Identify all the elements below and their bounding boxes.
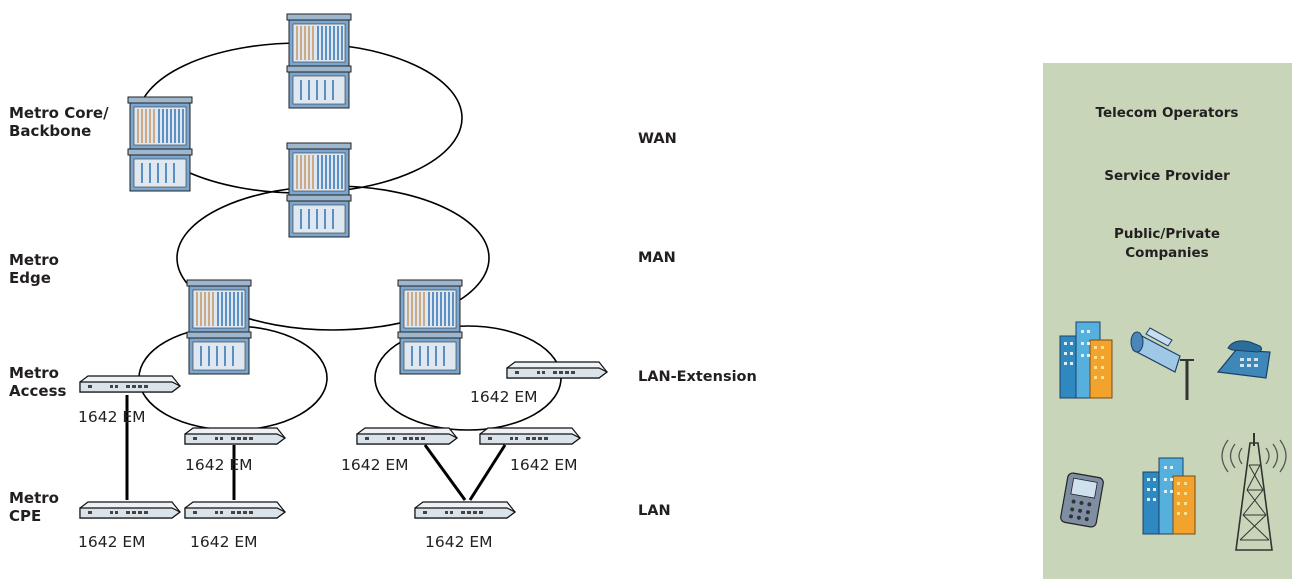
customer-service-provider-label: Service Provider [1104, 168, 1230, 184]
em-unit-access-1 [79, 375, 181, 393]
level-core-line1: Metro Core/ [9, 104, 109, 122]
edge-switch-right [397, 279, 463, 375]
level-access-line1: Metro [9, 364, 59, 382]
em-unit-access-2 [506, 361, 608, 379]
network-man-label: MAN [638, 250, 676, 266]
em-unit-cpe-1 [79, 501, 181, 519]
level-edge-line2: Edge [9, 269, 51, 287]
radio-tower-icon [1221, 433, 1287, 551]
device-label: 1642 EM [510, 456, 578, 474]
level-cpe-line2: CPE [9, 507, 41, 525]
edge-switch-left [186, 279, 252, 375]
pda-icon [1060, 472, 1104, 528]
em-unit-cpe-3 [414, 501, 516, 519]
desk-phone-icon [1216, 340, 1271, 379]
em-unit-cpe-2 [184, 501, 286, 519]
link-lan-left [423, 444, 467, 501]
core-switch-left [127, 96, 193, 192]
core-switch-middle [286, 142, 352, 238]
level-cpe-line1: Metro [9, 489, 59, 507]
cctv-camera-icon [1130, 327, 1194, 400]
level-access-line2: Access [9, 382, 66, 400]
em-unit-access-5 [479, 427, 581, 445]
device-label: 1642 EM [78, 408, 146, 426]
em-unit-access-4 [356, 427, 458, 445]
customer-companies-line1: Public/Private [1114, 226, 1220, 242]
network-wan-label: WAN [638, 131, 677, 147]
customer-telecom-label: Telecom Operators [1096, 105, 1239, 121]
device-label: 1642 EM [78, 533, 146, 551]
level-core-line2: Backbone [9, 122, 91, 140]
device-label: 1642 EM [190, 533, 258, 551]
network-lan-extension-label: LAN-Extension [638, 369, 757, 385]
core-switch-top [286, 13, 352, 109]
device-label: 1642 EM [425, 533, 493, 551]
customer-companies-line2: Companies [1125, 245, 1208, 261]
level-edge-line1: Metro [9, 251, 59, 269]
link-lan-right [468, 444, 507, 501]
device-label: 1642 EM [470, 388, 538, 406]
device-label: 1642 EM [341, 456, 409, 474]
em-unit-access-3 [184, 427, 286, 445]
device-label: 1642 EM [185, 456, 253, 474]
network-lan-label: LAN [638, 503, 671, 519]
